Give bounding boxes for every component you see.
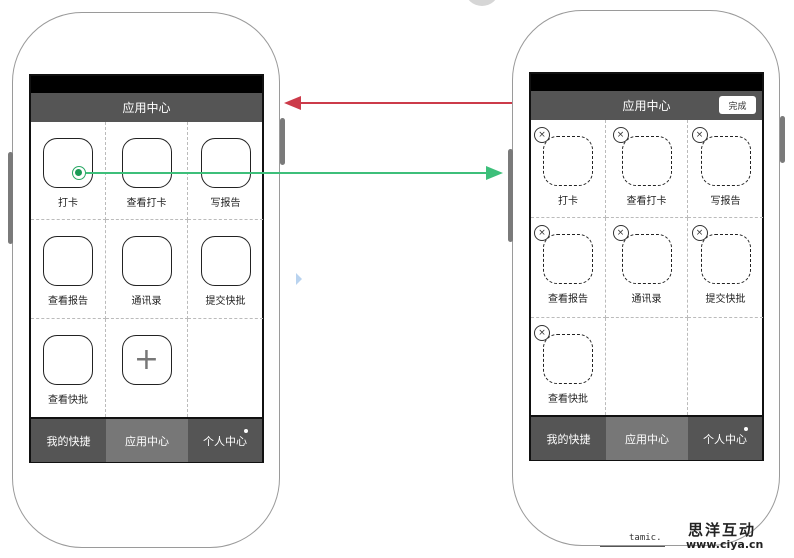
arrow-head-left-icon bbox=[284, 96, 301, 110]
app-tile-contacts[interactable]: × 通讯录 bbox=[606, 218, 688, 318]
left-phone-screen: 应用中心 打卡 查看打卡 写报告 查看报告 通讯录 提交快批 查看快批 bbox=[29, 74, 264, 463]
tab-label: 我的快捷 bbox=[46, 434, 91, 448]
app-icon bbox=[200, 138, 251, 188]
tab-personal-center[interactable]: 个人中心 bbox=[188, 419, 262, 462]
app-tile-write-report[interactable]: 写报告 bbox=[188, 122, 263, 220]
app-icon bbox=[121, 138, 172, 188]
app-icon: × bbox=[691, 225, 751, 284]
app-tile-clock-in[interactable]: 打卡 bbox=[31, 122, 106, 220]
add-app-button[interactable]: + bbox=[121, 335, 172, 385]
delete-icon[interactable]: × bbox=[612, 225, 629, 241]
app-tile-write-report[interactable]: × 写报告 bbox=[688, 120, 763, 218]
app-tile-view-report[interactable]: 查看报告 bbox=[31, 220, 106, 319]
site-watermark: www.ciya.cn bbox=[686, 538, 764, 551]
author-watermark: tamic. bbox=[629, 533, 662, 543]
app-icon: × bbox=[534, 225, 593, 284]
app-icon: × bbox=[534, 127, 593, 186]
tab-my-shortcuts[interactable]: 我的快捷 bbox=[531, 417, 606, 460]
app-icon: × bbox=[534, 325, 593, 384]
tab-app-center[interactable]: 应用中心 bbox=[606, 417, 688, 460]
bottom-tab-bar: 我的快捷 应用中心 个人中心 bbox=[31, 417, 262, 462]
tab-label: 应用中心 bbox=[125, 434, 169, 448]
app-tile-submit-approval[interactable]: 提交快批 bbox=[188, 220, 263, 319]
notification-dot bbox=[243, 428, 249, 434]
app-label: 提交快批 bbox=[705, 294, 746, 305]
app-icon: × bbox=[612, 127, 672, 186]
author-underline bbox=[600, 546, 665, 547]
app-label: 写报告 bbox=[710, 196, 741, 207]
app-tile-submit-approval[interactable]: × 提交快批 bbox=[688, 218, 763, 318]
app-icon: × bbox=[691, 127, 751, 186]
title-bar: 应用中心 bbox=[31, 93, 262, 122]
app-label: 查看报告 bbox=[48, 296, 88, 307]
app-tile-view-approval[interactable]: × 查看快批 bbox=[531, 318, 606, 415]
empty-tile bbox=[188, 319, 263, 417]
app-tile-view-report[interactable]: × 查看报告 bbox=[531, 218, 606, 318]
title-bar: 应用中心 完成 bbox=[531, 91, 762, 120]
app-label: 查看快批 bbox=[48, 395, 88, 406]
empty-tile bbox=[606, 318, 688, 415]
app-tile-view-approval[interactable]: 查看快批 bbox=[31, 319, 106, 417]
app-grid-edit-mode: × 打卡 × 查看打卡 × 写报告 × 查看报告 × 通讯录 bbox=[531, 120, 763, 415]
brand-watermark: 思洋互动 bbox=[688, 521, 757, 539]
app-label: 通讯录 bbox=[131, 296, 162, 307]
empty-tile bbox=[688, 318, 763, 415]
app-icon bbox=[43, 138, 93, 188]
app-icon: × bbox=[612, 225, 672, 284]
delete-icon[interactable]: × bbox=[534, 325, 550, 341]
long-press-marker-icon bbox=[72, 166, 86, 180]
bottom-tab-bar: 我的快捷 应用中心 个人中心 bbox=[531, 415, 762, 460]
app-label: 打卡 bbox=[58, 198, 78, 209]
app-icon bbox=[43, 236, 93, 286]
app-tile-contacts[interactable]: 通讯录 bbox=[106, 220, 188, 319]
right-phone-screen: 应用中心 完成 × 打卡 × 查看打卡 × 写报告 × 查看报告 bbox=[529, 72, 764, 461]
arrow-head-right-icon bbox=[486, 166, 503, 180]
delete-icon[interactable]: × bbox=[534, 127, 550, 143]
app-icon bbox=[121, 236, 172, 286]
app-label: 查看快批 bbox=[548, 394, 588, 405]
app-label: 打卡 bbox=[558, 196, 578, 207]
tab-label: 我的快捷 bbox=[546, 432, 591, 446]
app-tile-clock-in[interactable]: × 打卡 bbox=[531, 120, 606, 218]
tab-label: 个人中心 bbox=[203, 434, 247, 448]
status-bar bbox=[531, 74, 762, 91]
tab-my-shortcuts[interactable]: 我的快捷 bbox=[31, 419, 106, 462]
done-arrow bbox=[298, 102, 718, 104]
right-phone-volume-button bbox=[508, 149, 513, 242]
right-phone-power-button bbox=[780, 116, 785, 163]
next-indicator-icon bbox=[296, 273, 302, 285]
delete-icon[interactable]: × bbox=[534, 225, 550, 241]
app-label: 写报告 bbox=[210, 198, 241, 209]
page-title: 应用中心 bbox=[622, 99, 671, 113]
tab-label: 应用中心 bbox=[625, 432, 669, 446]
app-icon bbox=[200, 236, 251, 286]
delete-icon[interactable]: × bbox=[691, 127, 708, 143]
app-grid: 打卡 查看打卡 写报告 查看报告 通讯录 提交快批 查看快批 + bbox=[31, 122, 263, 417]
done-button[interactable]: 完成 bbox=[719, 96, 756, 114]
app-tile-view-clock-in[interactable]: 查看打卡 bbox=[106, 122, 188, 220]
decorative-circle bbox=[466, 0, 498, 6]
tab-app-center[interactable]: 应用中心 bbox=[106, 419, 188, 462]
status-bar bbox=[31, 76, 262, 93]
left-phone-power-button bbox=[280, 118, 285, 165]
add-app-tile[interactable]: + bbox=[106, 319, 188, 417]
long-press-arrow bbox=[86, 172, 490, 174]
app-icon bbox=[43, 335, 93, 385]
tab-label: 个人中心 bbox=[703, 432, 747, 446]
app-tile-view-clock-in[interactable]: × 查看打卡 bbox=[606, 120, 688, 218]
app-label: 提交快批 bbox=[205, 296, 246, 307]
tab-personal-center[interactable]: 个人中心 bbox=[688, 417, 762, 460]
delete-icon[interactable]: × bbox=[612, 127, 629, 143]
app-label: 查看打卡 bbox=[626, 196, 667, 207]
page-title: 应用中心 bbox=[122, 101, 171, 115]
app-label: 通讯录 bbox=[631, 294, 662, 305]
app-label: 查看报告 bbox=[548, 294, 588, 305]
plus-icon: + bbox=[133, 342, 160, 377]
delete-icon[interactable]: × bbox=[691, 225, 708, 241]
app-label: 查看打卡 bbox=[126, 198, 167, 209]
left-phone-volume-button bbox=[8, 152, 13, 244]
notification-dot bbox=[743, 426, 749, 432]
